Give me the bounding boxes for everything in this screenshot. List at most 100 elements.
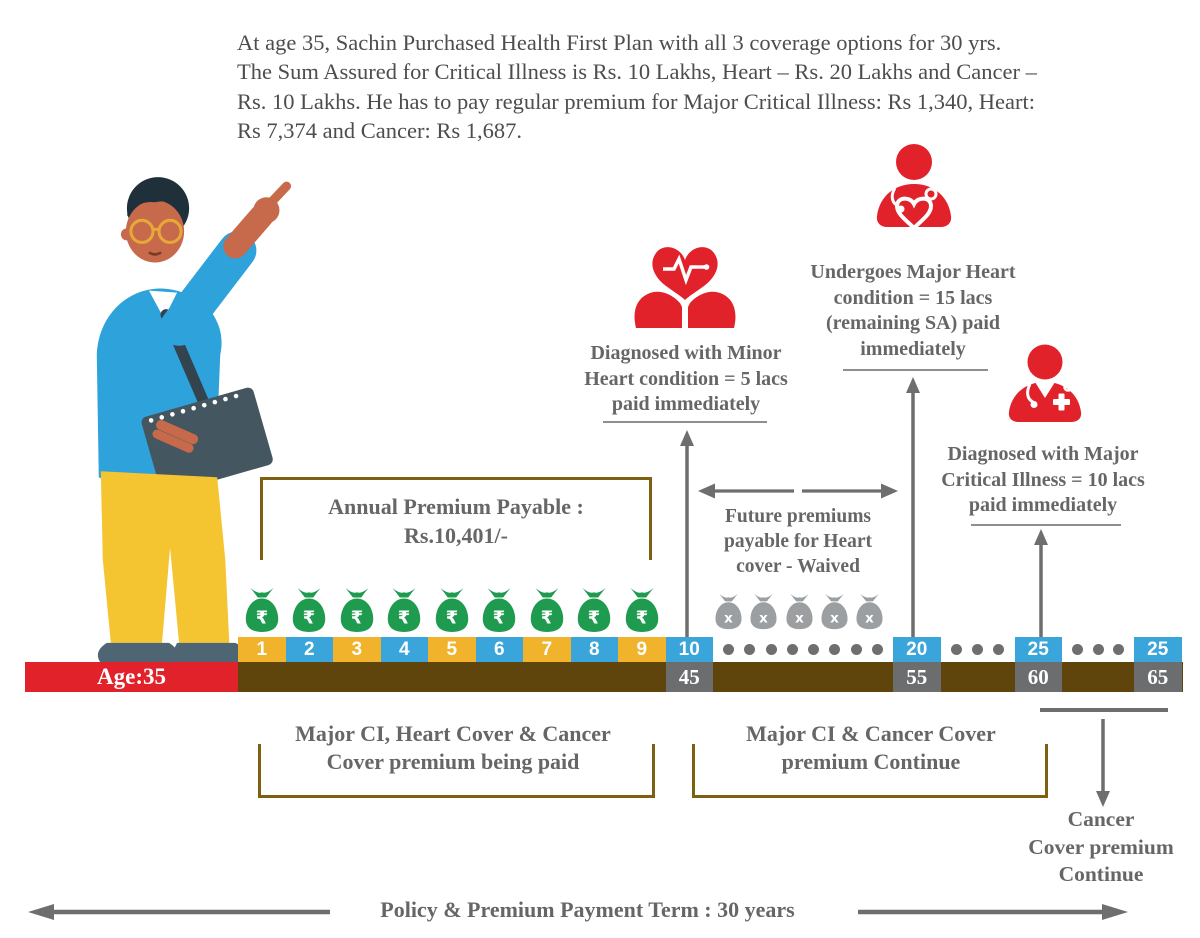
svg-text:₹: ₹ — [446, 609, 458, 629]
premium-bag: ₹ — [434, 587, 470, 633]
year-label: 20 — [906, 639, 928, 660]
year-cell-5: 5₹ — [428, 588, 476, 662]
double-arrow-waived-span — [698, 483, 898, 499]
annual-premium-box: Annual Premium Payable : Rs.10,401/- — [260, 477, 652, 560]
premium-bag: ₹ — [339, 587, 375, 633]
svg-text:x: x — [865, 611, 874, 626]
timeline-dots — [1062, 637, 1134, 662]
premium-bag: ₹ — [386, 587, 422, 633]
policy-term-label: Policy & Premium Payment Term : 30 years — [380, 897, 795, 922]
timeline-dot — [1092, 644, 1104, 655]
timeline-dot — [808, 644, 820, 655]
premium-bag: ₹ — [291, 587, 327, 633]
year-label: 10 — [678, 639, 700, 660]
svg-text:x: x — [795, 611, 804, 626]
up-arrow-major-heart — [906, 377, 920, 638]
year-cell-1: 1₹ — [238, 588, 286, 662]
premium-bag: ₹ — [244, 587, 280, 633]
cancer-label: Cancer Cover premium Continue — [1028, 807, 1174, 887]
timeline-dot — [850, 644, 862, 655]
year-label: 4 — [398, 639, 410, 660]
continue-bracket — [692, 744, 1048, 798]
svg-text:₹: ₹ — [541, 609, 553, 629]
year-label: 6 — [493, 639, 505, 660]
timeline-dots — [713, 637, 893, 662]
timeline-dot — [723, 644, 735, 655]
rupee-bag-icon: ₹ — [293, 588, 326, 632]
timeline-dots — [941, 637, 1015, 662]
rupee-bag-icon: ₹ — [530, 588, 563, 632]
major-ci-underline — [971, 524, 1121, 526]
future-premiums-annotation: Future premiums payable for Heart cover … — [723, 506, 873, 577]
waived-premium-bag: x — [855, 593, 884, 630]
rupee-bag-icon: ₹ — [340, 588, 373, 632]
year-label: 9 — [636, 639, 648, 660]
svg-text:x: x — [724, 611, 733, 626]
waived-bag-icon: x — [856, 593, 883, 630]
year-label: 5 — [446, 639, 458, 660]
timeline-dot — [786, 644, 798, 655]
patient-heart-stethoscope-icon — [876, 144, 952, 231]
intro-paragraph: At age 35, Sachin Purchased Health First… — [237, 30, 1037, 144]
year-label: 25 — [1147, 639, 1169, 660]
waived-premium-bag: x — [785, 593, 814, 630]
year-cell-7: 7₹ — [523, 588, 571, 662]
year-label: 3 — [351, 639, 363, 660]
paid-bracket — [258, 744, 655, 798]
svg-text:₹: ₹ — [256, 609, 268, 629]
annual-premium-text: Annual Premium Payable : Rs.10,401/- — [328, 494, 584, 549]
timeline-dot — [765, 644, 777, 655]
svg-text:₹: ₹ — [493, 609, 505, 629]
up-arrow-minor-heart — [680, 430, 694, 638]
policy-term-left-arrow — [28, 904, 330, 920]
waived-bag-icon: x — [750, 593, 777, 630]
major-ci-annotation: Diagnosed with Major Critical Illness = … — [941, 443, 1145, 517]
premium-bag: ₹ — [576, 587, 612, 633]
age-cell-55: 55 — [893, 662, 941, 692]
age-cell-65: 65 — [1134, 662, 1182, 692]
continue-label: Major CI & Cancer Cover premium Continue — [746, 721, 996, 775]
waived-bag-icon: x — [821, 593, 848, 630]
age-start-bar: Age:35 — [25, 662, 238, 692]
major-heart-underline — [843, 369, 988, 371]
svg-text:₹: ₹ — [398, 609, 410, 629]
rupee-bag-icon: ₹ — [625, 588, 658, 632]
svg-text:x: x — [759, 611, 768, 626]
age-cell-60: 60 — [1014, 662, 1062, 692]
rupee-bag-icon: ₹ — [435, 588, 468, 632]
svg-text:₹: ₹ — [636, 609, 648, 629]
year-label: 2 — [303, 639, 315, 660]
minor-heart-annotation: Diagnosed with Minor Heart condition = 5… — [584, 342, 788, 416]
heart-in-hands-icon — [634, 247, 736, 328]
year-cell-3: 3₹ — [333, 588, 381, 662]
premium-bag: ₹ — [529, 587, 565, 633]
doctor-stethoscope-cross-icon — [1008, 344, 1082, 422]
cancer-top-line — [1040, 708, 1168, 712]
svg-text:₹: ₹ — [303, 609, 315, 629]
timeline-dot — [1113, 644, 1125, 655]
waived-premium-bag: x — [749, 593, 778, 630]
premium-bag: ₹ — [481, 587, 517, 633]
year-label: 1 — [256, 639, 268, 660]
timeline-dot — [829, 644, 841, 655]
timeline-dot — [972, 644, 983, 655]
down-arrow-cancer — [1096, 719, 1110, 807]
rupee-bag-icon: ₹ — [483, 588, 516, 632]
svg-text:₹: ₹ — [351, 609, 363, 629]
year-label: 25 — [1027, 639, 1049, 660]
person-pointing-illustration — [96, 177, 292, 663]
timeline-dot — [744, 644, 756, 655]
timeline-dot — [871, 644, 883, 655]
year-cell-9: 9₹ — [618, 588, 666, 662]
rupee-bag-icon: ₹ — [245, 588, 278, 632]
year-cell-2: 2₹ — [285, 588, 333, 662]
timeline-dot — [993, 644, 1005, 655]
minor-heart-underline — [603, 421, 767, 423]
year-label: 7 — [541, 639, 553, 660]
year-cell-6: 6₹ — [475, 588, 523, 662]
